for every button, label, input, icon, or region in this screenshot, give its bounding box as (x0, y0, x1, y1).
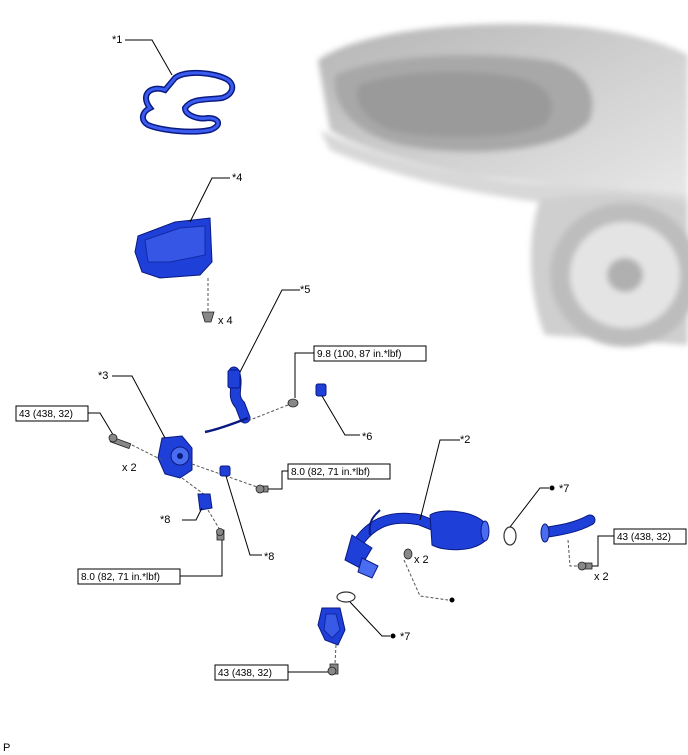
bracket-part-lower (197, 493, 213, 511)
torque-43-right: 43 (438, 32) (617, 532, 671, 543)
callout-3: *3 (98, 370, 108, 382)
torque-box-8-0-left (77, 568, 181, 585)
callout-7-upper: *7 (559, 483, 569, 495)
torque-8-0-right: 8.0 (82, 71 in.*lbf) (291, 467, 370, 478)
torque-43-left: 43 (438, 32) (19, 409, 73, 420)
callout-7-lower: *7 (400, 631, 410, 643)
callout-5: *5 (300, 284, 310, 296)
bracket-part-upper (219, 465, 231, 477)
center-assembly-part (157, 435, 193, 479)
wire-harness-part (204, 366, 251, 434)
exhaust-pipe-part (344, 509, 490, 579)
bolt-8-0-right (255, 484, 269, 494)
figure-code: P (3, 742, 10, 754)
callout-8-left: *8 (160, 514, 170, 526)
bolt-43-right (577, 561, 593, 571)
callout-6: *6 (362, 431, 372, 443)
vehicle-illustration (318, 23, 688, 347)
qty-clip: x 4 (218, 315, 233, 327)
gasket-upper (503, 526, 517, 546)
torque-8-0-left: 8.0 (82, 71 in.*lbf) (81, 572, 160, 583)
bolt-43-bottom (327, 663, 339, 676)
torque-box-43-bottom (214, 664, 289, 681)
torque-43-bottom: 43 (438, 32) (218, 668, 272, 679)
torque-box-8-0-right (287, 463, 391, 480)
qty-nut-center: x 2 (414, 554, 429, 566)
gasket-lower (336, 591, 356, 603)
clip-fastener (201, 311, 215, 323)
bolt-8-0-left (216, 528, 225, 541)
callout-4: *4 (232, 172, 242, 184)
bolt-left (108, 433, 132, 450)
drive-belt-part (140, 70, 236, 135)
qty-bolt-right: x 2 (594, 571, 609, 583)
callout-1: *1 (112, 34, 122, 46)
nut-center (403, 548, 413, 560)
callout-8-right: *8 (264, 551, 274, 563)
nut-fastener (287, 398, 299, 408)
torque-box-43-right (613, 528, 687, 545)
torque-9-8: 9.8 (100, 87 in.*lbf) (317, 349, 402, 360)
callout-2: *2 (460, 434, 470, 446)
exhaust-manifold-lower-part (317, 607, 346, 646)
qty-bolt-left: x 2 (122, 462, 137, 474)
engine-under-cover-part (134, 217, 213, 279)
sensor-part (315, 383, 327, 397)
exhaust-pipe-rear-part (540, 514, 596, 543)
